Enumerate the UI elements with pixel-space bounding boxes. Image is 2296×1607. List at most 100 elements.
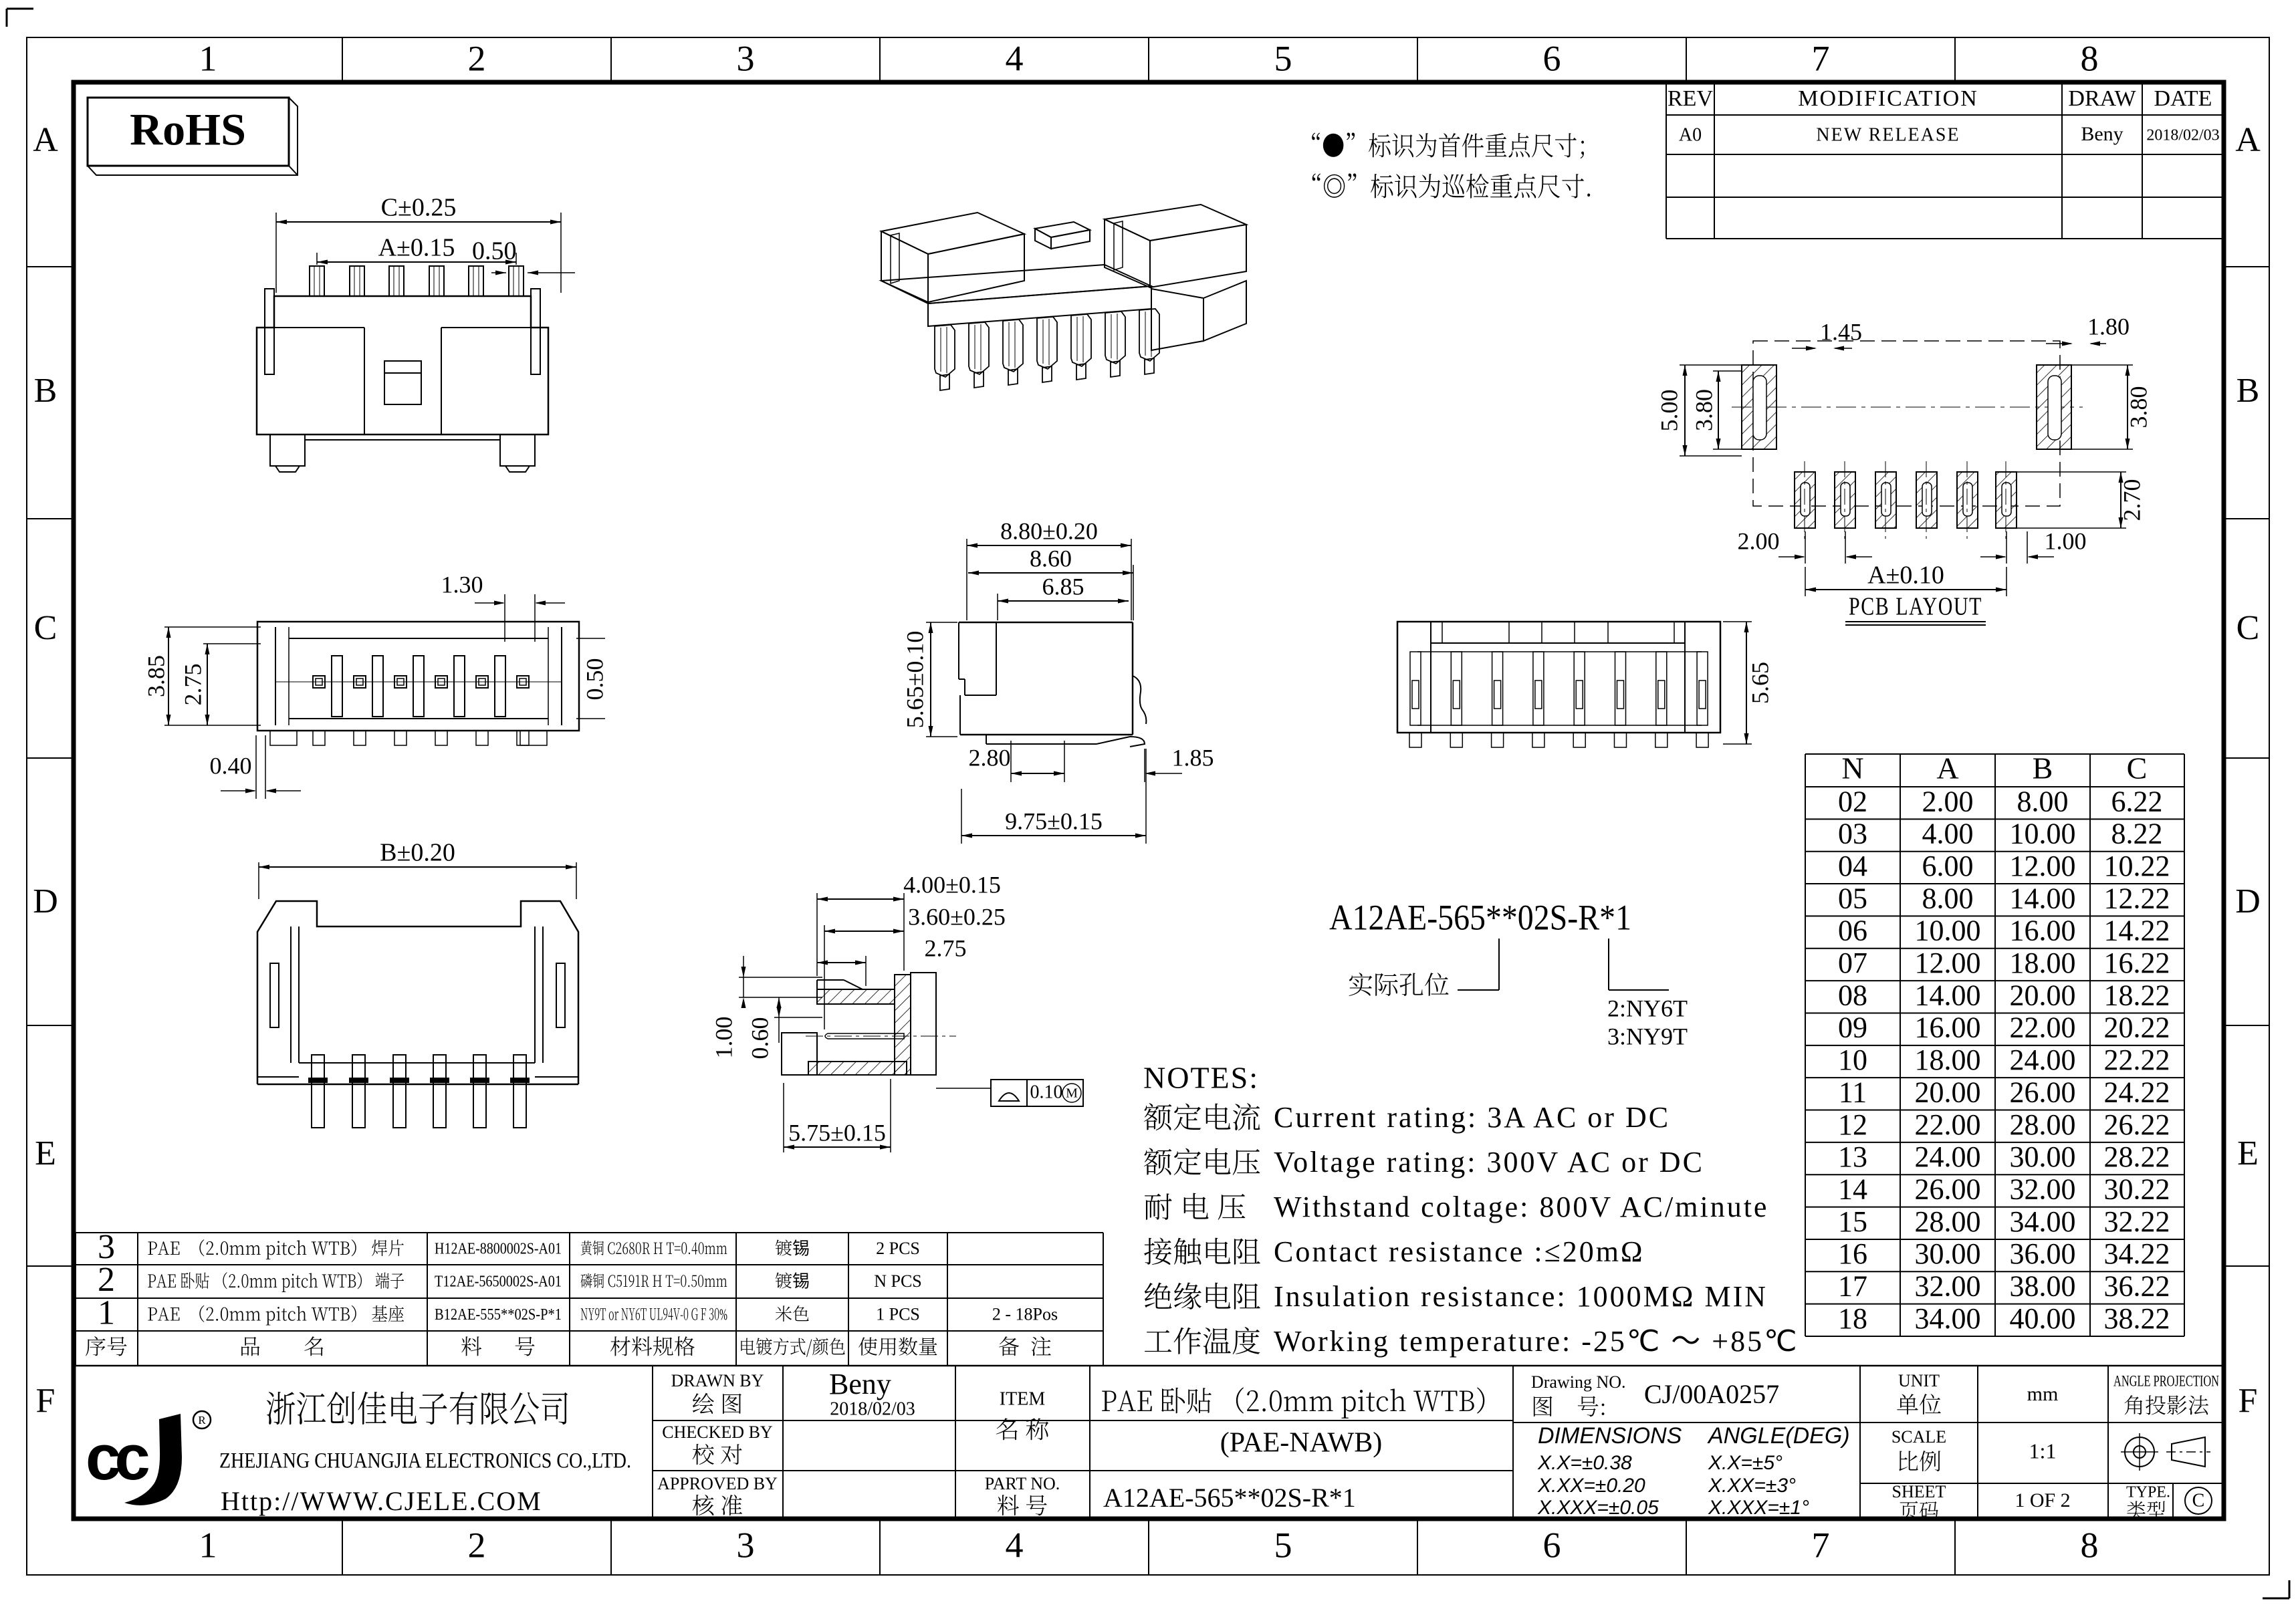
svg-text:20.22: 20.22 [2104,1011,2170,1044]
svg-text:电镀方式/颜色: 电镀方式/颜色 [739,1333,846,1360]
svg-text:16.00: 16.00 [1915,1011,1981,1044]
svg-text:08: 08 [1838,979,1867,1011]
svg-text:NOTES:: NOTES: [1143,1061,1259,1095]
svg-text:6: 6 [1543,1525,1561,1565]
svg-text:图 号:: 图 号: [1531,1389,1607,1422]
svg-text:PAE 卧贴 （2.0mm pitch WTB） 端子: PAE 卧贴 （2.0mm pitch WTB） 端子 [147,1267,405,1293]
svg-text:3: 3 [98,1228,115,1266]
svg-text:C±0.25: C±0.25 [381,194,457,222]
svg-text:X.X=±0.38: X.X=±0.38 [1537,1452,1632,1474]
svg-text:3: 3 [737,38,755,78]
svg-text:3.85: 3.85 [142,655,169,697]
svg-text:Http://WWW.CJELE.COM: Http://WWW.CJELE.COM [221,1486,542,1516]
svg-text:04: 04 [1838,850,1867,882]
svg-text:料 号: 料 号 [997,1488,1048,1521]
svg-text:14.00: 14.00 [2010,882,2076,914]
svg-text:X.XXX=±1°: X.XXX=±1° [1708,1497,1809,1519]
svg-text:13: 13 [1838,1140,1867,1173]
svg-text:B±0.20: B±0.20 [380,839,455,867]
svg-text:06: 06 [1838,914,1867,947]
svg-text:TYPE.: TYPE. [2126,1484,2170,1501]
svg-text:R: R [198,1414,206,1427]
svg-text:额定电流: 额定电流 [1143,1094,1261,1136]
svg-text:0.50: 0.50 [472,237,517,265]
svg-text:M: M [1066,1086,1078,1101]
svg-text:F: F [36,1382,55,1420]
svg-text:3: 3 [737,1525,755,1565]
svg-text:PCB LAYOUT: PCB LAYOUT [1849,593,1982,621]
svg-text:30.00: 30.00 [1915,1237,1981,1270]
svg-text:28.00: 28.00 [2010,1108,2076,1141]
svg-text:D: D [2235,882,2261,920]
svg-text:38.22: 38.22 [2104,1302,2170,1335]
svg-text:A: A [1936,751,1958,785]
svg-text:A: A [2235,121,2261,159]
svg-text:REV: REV [1668,86,1713,111]
svg-text:15: 15 [1838,1205,1867,1238]
svg-text:品 名: 品 名 [239,1330,325,1361]
svg-text:Insulation resistance: 1000MΩ: Insulation resistance: 1000MΩ MIN [1274,1280,1768,1313]
svg-text:20.00: 20.00 [2010,979,2076,1011]
svg-text:DIMENSIONS: DIMENSIONS [1538,1423,1682,1449]
svg-text:“◎”标识为巡检重点尺寸.: “◎”标识为巡检重点尺寸. [1298,166,1593,204]
svg-text:米色: 米色 [775,1301,810,1326]
svg-text:PAE 卧贴 （2.0mm pitch WTB）: PAE 卧贴 （2.0mm pitch WTB） [1101,1380,1502,1420]
svg-text:28.22: 28.22 [2104,1140,2170,1173]
svg-text:6.22: 6.22 [2111,785,2163,818]
svg-text:X.XX=±0.20: X.XX=±0.20 [1537,1475,1645,1497]
svg-text:30.00: 30.00 [2010,1140,2076,1173]
svg-text:PAE （2.0mm pitch WTB） 焊片: PAE （2.0mm pitch WTB） 焊片 [147,1234,405,1260]
svg-text:38.00: 38.00 [2010,1270,2076,1303]
svg-text:额定电压: 额定电压 [1143,1138,1261,1181]
svg-text:5.65±0.10: 5.65±0.10 [901,631,928,729]
svg-text:34.22: 34.22 [2104,1237,2170,1270]
svg-text:镀锡: 镀锡 [775,1235,810,1260]
svg-text:36.00: 36.00 [2010,1237,2076,1270]
svg-text:40.00: 40.00 [2010,1302,2076,1335]
svg-text:黄铜 C2680R H T=0.40mm: 黄铜 C2680R H T=0.40mm [580,1235,727,1259]
svg-text:SCALE: SCALE [1891,1427,1946,1447]
svg-text:接触电阻: 接触电阻 [1143,1228,1261,1271]
svg-text:10.00: 10.00 [2010,818,2076,850]
svg-text:20.00: 20.00 [1915,1076,1981,1108]
svg-text:30.22: 30.22 [2104,1173,2170,1206]
svg-text:CJ/00A0257: CJ/00A0257 [1644,1379,1779,1409]
svg-text:备 注: 备 注 [998,1330,1052,1361]
svg-text:角投影法: 角投影法 [2123,1389,2209,1420]
svg-text:02: 02 [1838,785,1867,818]
svg-text:5.75±0.15: 5.75±0.15 [788,1119,886,1146]
svg-text:Withstand coltage: 800V AC/min: Withstand coltage: 800V AC/minute [1274,1191,1768,1223]
svg-text:6: 6 [1543,38,1561,78]
svg-text:18.22: 18.22 [2104,979,2170,1011]
svg-text:5: 5 [1274,38,1292,78]
svg-text:28.00: 28.00 [1915,1205,1981,1238]
svg-text:ITEM: ITEM [1000,1388,1046,1409]
svg-text:工作温度: 工作温度 [1143,1318,1261,1360]
svg-text:2.70: 2.70 [2118,479,2145,521]
svg-text:0.10: 0.10 [1030,1082,1063,1102]
svg-text:A±0.15: A±0.15 [378,234,455,262]
svg-text:1 PCS: 1 PCS [876,1304,920,1324]
svg-text:8: 8 [2081,38,2099,78]
svg-text:1.30: 1.30 [441,571,483,598]
svg-text:页码: 页码 [1899,1495,1939,1524]
svg-text:14.22: 14.22 [2104,914,2170,947]
svg-text:B: B [2236,372,2260,410]
svg-text:36.22: 36.22 [2104,1270,2170,1303]
svg-text:校 对: 校 对 [692,1437,743,1470]
svg-text:CHECKED BY: CHECKED BY [662,1423,773,1442]
svg-text:A12AE-565**02S-R*1: A12AE-565**02S-R*1 [1103,1483,1356,1513]
svg-text:PART NO.: PART NO. [985,1474,1060,1493]
svg-text:H12AE-8800002S-A01: H12AE-8800002S-A01 [435,1241,562,1258]
svg-text:1:1: 1:1 [2029,1439,2057,1463]
svg-text:类型: 类型 [2126,1495,2166,1524]
svg-text:2.75: 2.75 [925,935,967,961]
svg-text:N PCS: N PCS [874,1271,922,1291]
svg-text:8.60: 8.60 [1030,545,1072,572]
svg-text:PAE （2.0mm pitch WTB） 基座: PAE （2.0mm pitch WTB） 基座 [147,1300,405,1326]
svg-text:12: 12 [1838,1108,1867,1141]
svg-text:X.X=±5°: X.X=±5° [1708,1452,1783,1474]
svg-text:24.00: 24.00 [1915,1140,1981,1173]
svg-text:浙江创佳电子有限公司: 浙江创佳电子有限公司 [265,1381,570,1433]
svg-text:实际孔位: 实际孔位 [1348,965,1450,1001]
